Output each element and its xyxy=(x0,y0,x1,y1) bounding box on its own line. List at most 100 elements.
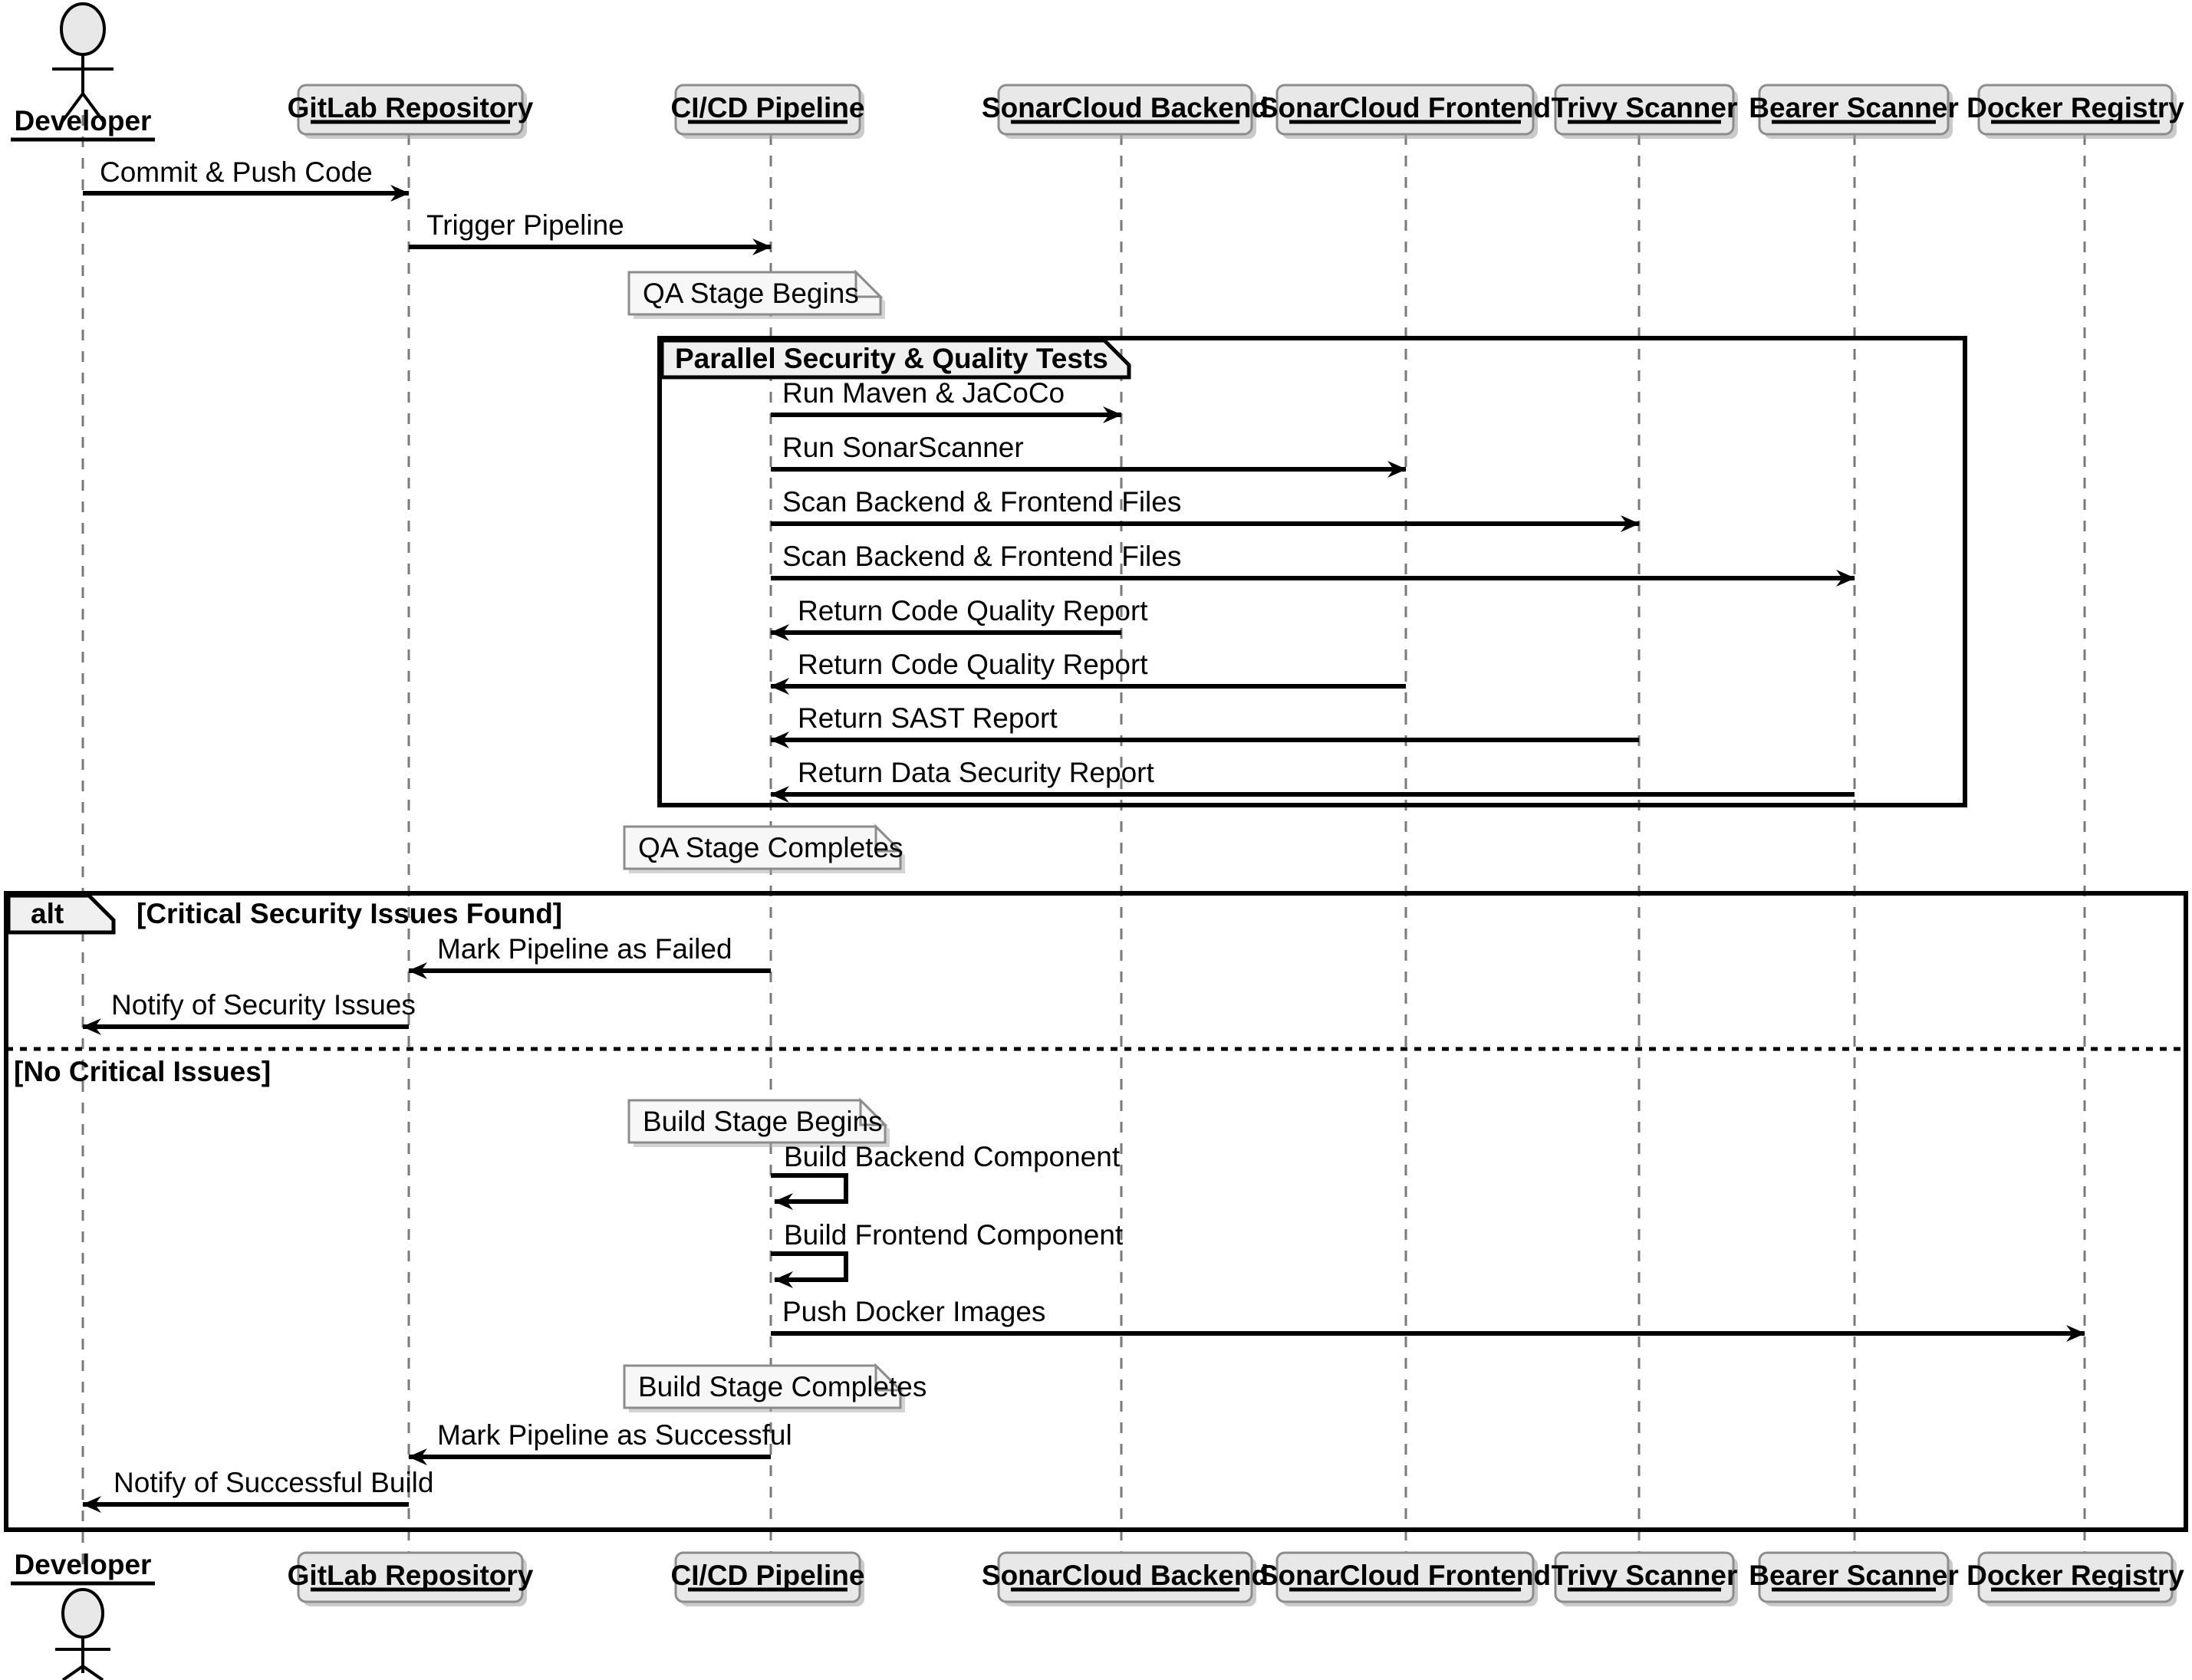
message-trigger-pipeline: Trigger Pipeline xyxy=(409,209,772,255)
message-mark-pipeline-successful: Mark Pipeline as Successful xyxy=(408,1419,792,1465)
actor-head-icon xyxy=(60,2,106,56)
message-return-code-quality-backend: Return Code Quality Report xyxy=(770,595,1148,641)
message-notify-successful-build: Notify of Successful Build xyxy=(82,1467,433,1513)
message-label: Return Code Quality Report xyxy=(798,649,1148,680)
message-build-backend-component: Build Backend Component xyxy=(771,1141,1121,1210)
participant-footer-sonar-frontend[interactable]: SonarCloud Frontend xyxy=(1259,1551,1551,1606)
message-scan-files-trivy: Scan Backend & Frontend Files xyxy=(771,486,1640,532)
message-label: Return SAST Report xyxy=(798,702,1058,734)
fragment-parallel-security-quality-tests: Parallel Security & Quality Tests xyxy=(657,336,1967,807)
fragment-tag-label: Parallel Security & Quality Tests xyxy=(675,343,1108,374)
message-label: Build Frontend Component xyxy=(784,1219,1124,1251)
participant-label-sonar-backend-bottom: SonarCloud Backend xyxy=(982,1560,1269,1591)
message-return-data-security-report: Return Data Security Report xyxy=(770,757,1855,803)
fragment-guard-no-critical: [No Critical Issues] xyxy=(14,1056,271,1087)
actor-leg-right-icon xyxy=(81,92,106,124)
participant-header-pipeline[interactable]: CI/CD Pipeline xyxy=(671,84,865,139)
message-label: Notify of Successful Build xyxy=(114,1467,433,1498)
message-label: Return Data Security Report xyxy=(798,757,1154,788)
actor-head-icon xyxy=(61,1588,104,1639)
fragment-border xyxy=(657,336,1967,807)
message-label: Run SonarScanner xyxy=(782,432,1024,463)
note-body xyxy=(623,825,902,870)
message-push-docker-images: Push Docker Images xyxy=(771,1296,2085,1342)
note-body xyxy=(623,1364,902,1409)
message-label: Mark Pipeline as Successful xyxy=(437,1419,792,1451)
message-label: Return Code Quality Report xyxy=(798,595,1148,626)
fragment-tag-label: alt xyxy=(31,898,64,929)
message-notify-security-issues: Notify of Security Issues xyxy=(82,989,416,1035)
message-label: Push Docker Images xyxy=(782,1296,1045,1327)
message-label: Commit & Push Code xyxy=(100,156,373,188)
participant-label-gitlab-top: GitLab Repository xyxy=(288,92,534,123)
participant-label-bearer-top: Bearer Scanner xyxy=(1749,92,1959,123)
participant-header-docker[interactable]: Docker Registry xyxy=(1967,84,2184,139)
fragment-tag-shape xyxy=(6,893,116,935)
participant-header-gitlab[interactable]: GitLab Repository xyxy=(288,84,534,139)
participant-label-trivy-top: Trivy Scanner xyxy=(1552,92,1738,123)
message-label: Mark Pipeline as Failed xyxy=(437,933,732,965)
participant-label-developer-top: Developer xyxy=(15,105,152,136)
participant-footer-developer[interactable]: Developer xyxy=(11,1549,155,1680)
note-label: QA Stage Completes xyxy=(638,832,903,863)
message-self-loop-arrow xyxy=(771,1173,848,1210)
note-fold-icon xyxy=(859,1097,888,1126)
note-body xyxy=(627,1099,887,1144)
fragment-tag-shape xyxy=(660,338,1131,380)
participant-label-bearer-bottom: Bearer Scanner xyxy=(1749,1560,1959,1591)
message-return-sast-report: Return SAST Report xyxy=(770,702,1639,748)
note-build-stage-completes: Build Stage Completes xyxy=(623,1363,926,1412)
participant-label-docker-top: Docker Registry xyxy=(1967,92,2184,123)
participant-label-docker-bottom: Docker Registry xyxy=(1967,1560,2184,1591)
participant-label-trivy-bottom: Trivy Scanner xyxy=(1552,1560,1738,1591)
message-run-maven-jacoco: Run Maven & JaCoCo xyxy=(771,377,1122,423)
actor-leg-left-icon xyxy=(60,92,84,124)
participant-label-gitlab-bottom: GitLab Repository xyxy=(288,1560,534,1591)
participant-label-sonar-frontend-bottom: SonarCloud Frontend xyxy=(1259,1560,1551,1591)
fragment-guard-critical: [Critical Security Issues Found] xyxy=(137,898,562,929)
participant-footer-docker[interactable]: Docker Registry xyxy=(1967,1551,2184,1606)
participant-label-pipeline-bottom: CI/CD Pipeline xyxy=(671,1560,865,1591)
note-build-stage-begins: Build Stage Begins xyxy=(627,1097,890,1147)
message-self-loop-arrow xyxy=(771,1251,848,1288)
fragment-alt: alt [Critical Security Issues Found] [No… xyxy=(4,891,2188,1532)
note-fold-icon xyxy=(874,1363,903,1392)
participant-footer-bearer[interactable]: Bearer Scanner xyxy=(1749,1551,1959,1606)
participant-footer-pipeline[interactable]: CI/CD Pipeline xyxy=(671,1551,865,1606)
participant-header-bearer[interactable]: Bearer Scanner xyxy=(1749,84,1959,139)
participant-footer-sonar-backend[interactable]: SonarCloud Backend xyxy=(982,1551,1269,1606)
participant-label-developer-bottom: Developer xyxy=(15,1549,152,1580)
participant-footer-trivy[interactable]: Trivy Scanner xyxy=(1552,1551,1738,1606)
message-label: Scan Backend & Frontend Files xyxy=(782,486,1181,518)
actor-leg-left-icon xyxy=(61,1665,84,1680)
lifelines-group xyxy=(81,115,2086,1564)
note-fold-icon xyxy=(874,824,903,853)
message-return-code-quality-frontend: Return Code Quality Report xyxy=(770,649,1406,695)
participant-label-sonar-backend-top: SonarCloud Backend xyxy=(982,92,1269,123)
message-commit-push-code: Commit & Push Code xyxy=(83,156,410,202)
note-qa-stage-completes: QA Stage Completes xyxy=(623,824,905,873)
participant-header-sonar-frontend[interactable]: SonarCloud Frontend xyxy=(1259,84,1551,139)
message-build-frontend-component: Build Frontend Component xyxy=(771,1219,1124,1288)
message-label: Notify of Security Issues xyxy=(111,989,416,1021)
participant-header-developer[interactable]: Developer xyxy=(11,2,155,142)
note-label: QA Stage Begins xyxy=(643,278,859,309)
participant-label-pipeline-top: CI/CD Pipeline xyxy=(671,92,865,123)
participant-header-sonar-backend[interactable]: SonarCloud Backend xyxy=(982,84,1269,139)
message-run-sonarscanner: Run SonarScanner xyxy=(771,432,1407,478)
message-mark-pipeline-failed: Mark Pipeline as Failed xyxy=(408,933,771,979)
actor-leg-right-icon xyxy=(81,1665,104,1680)
participant-footer-gitlab[interactable]: GitLab Repository xyxy=(288,1551,534,1606)
message-label: Build Backend Component xyxy=(784,1141,1121,1172)
note-fold-icon xyxy=(854,269,884,298)
note-body xyxy=(627,271,882,316)
message-label: Run Maven & JaCoCo xyxy=(782,377,1065,409)
message-label: Scan Backend & Frontend Files xyxy=(782,541,1181,572)
participant-label-sonar-frontend-top: SonarCloud Frontend xyxy=(1259,92,1551,123)
note-label: Build Stage Completes xyxy=(638,1371,926,1402)
participant-header-trivy[interactable]: Trivy Scanner xyxy=(1552,84,1738,139)
message-scan-files-bearer: Scan Backend & Frontend Files xyxy=(771,541,1855,587)
note-label: Build Stage Begins xyxy=(643,1106,883,1137)
note-qa-stage-begins: QA Stage Begins xyxy=(627,269,885,319)
